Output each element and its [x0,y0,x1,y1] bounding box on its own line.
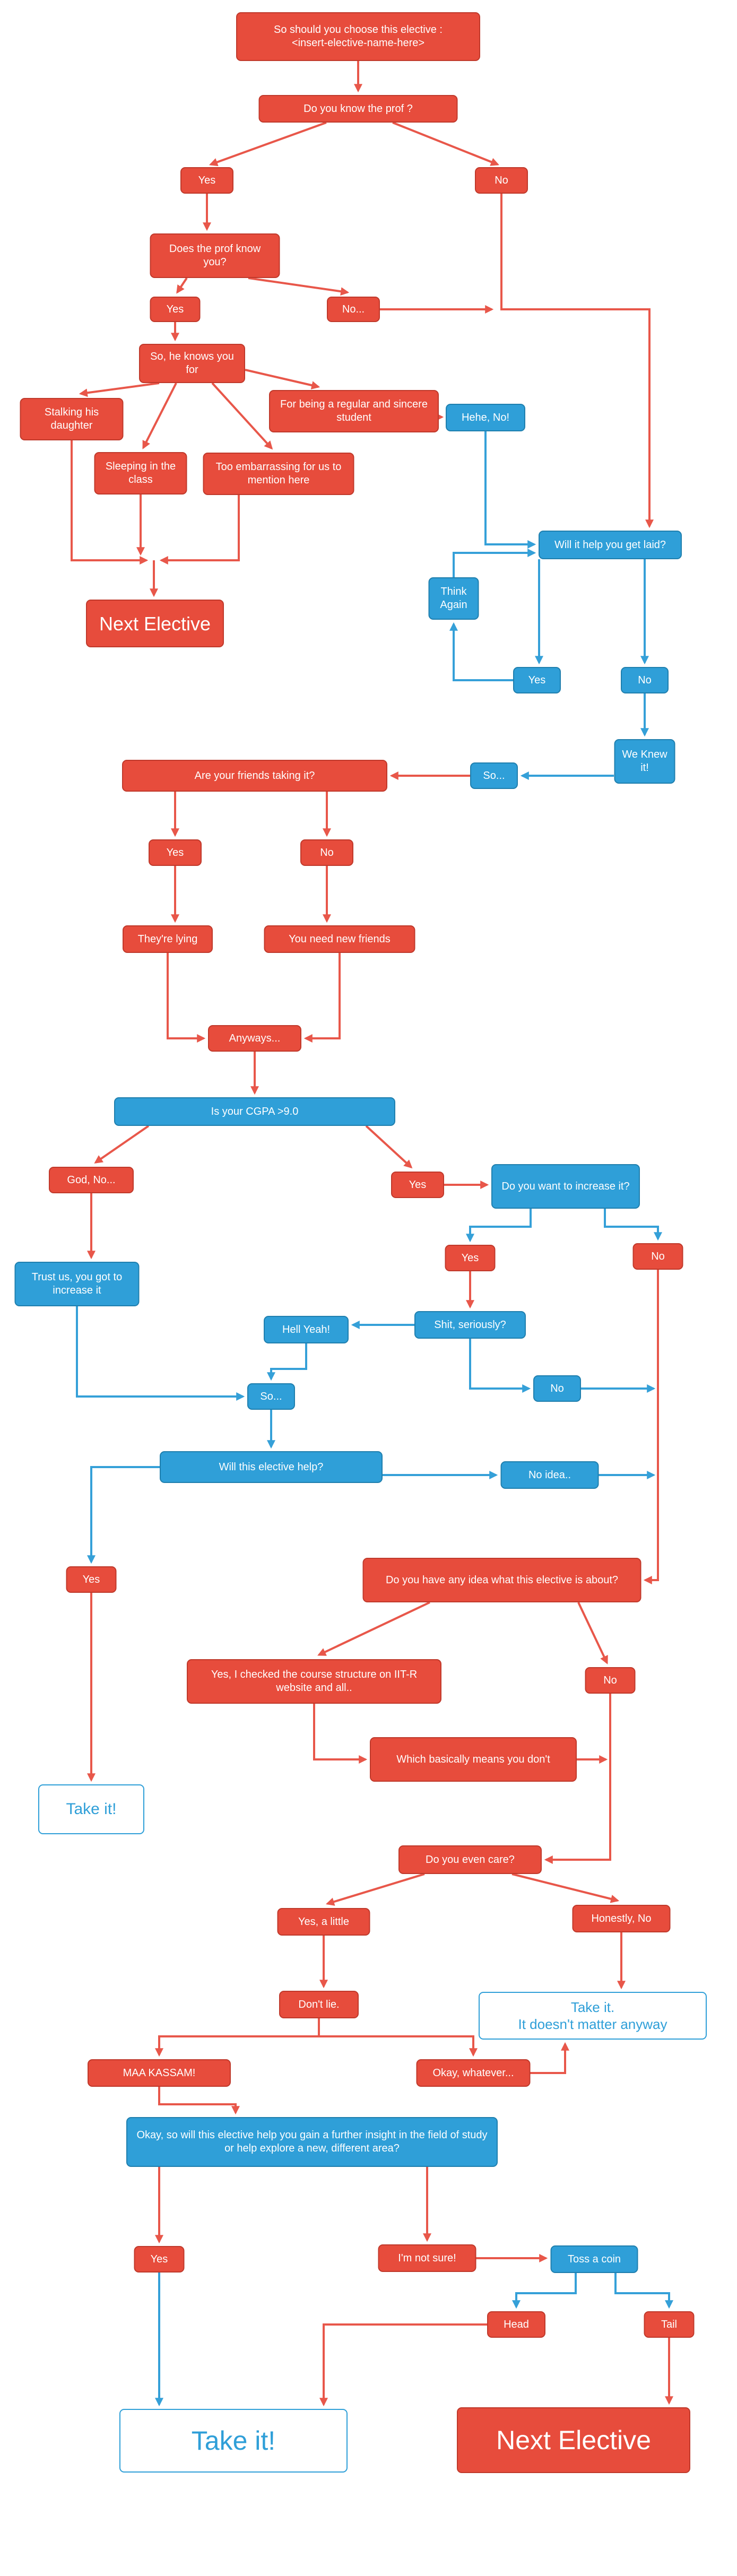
node-any-idea: Do you have any idea what this elective … [362,1558,641,1602]
node-yes4: Yes [149,839,202,866]
node-so1: So... [470,762,518,789]
node-knows-for: So, he knows you for [139,344,245,383]
node-anyways: Anyways... [208,1025,301,1052]
node-sleeping: Sleeping in the class [94,452,187,495]
node-theyre-lying: They're lying [123,925,213,953]
node-cgpa: Is your CGPA >9.0 [114,1097,395,1126]
node-no3: No [621,667,669,693]
node-shit-seriously: Shit, seriously? [414,1311,526,1339]
node-no6: No [533,1375,581,1402]
node-not-sure: I'm not sure! [378,2244,476,2272]
node-take-it-1: Take it! [38,1784,144,1834]
node-yes6: Yes [445,1245,496,1271]
node-no1: No [475,167,528,194]
node-honestly-no: Honestly, No [572,1905,671,1932]
node-prof-know-you: Does the prof know you? [150,233,280,278]
node-yes2: Yes [150,297,201,322]
node-regular: For being a regular and sincere student [269,390,439,432]
node-big-question: Okay, so will this elective help you gai… [126,2117,498,2167]
node-yes7: Yes [66,1566,117,1593]
node-yes-a-little: Yes, a little [277,1908,370,1936]
node-take-it-final: Take it! [119,2409,348,2473]
node-stalking: Stalking his daughter [20,398,124,440]
node-so2: So... [247,1383,295,1410]
node-okay-whatever: Okay, whatever... [416,2059,531,2087]
node-yes5: Yes [391,1172,444,1198]
node-will-help: Will this elective help? [160,1451,383,1483]
node-basically-means: Which basically means you don't [370,1737,577,1782]
node-yes3: Yes [513,667,561,693]
node-hehe-no: Hehe, No! [446,404,525,431]
node-maa-kassam: MAA KASSAM! [88,2059,231,2087]
node-no7: No [585,1667,636,1694]
node-increase-it: Do you want to increase it? [491,1164,640,1209]
node-dont-lie: Don't lie. [279,1991,359,2018]
node-new-friends: You need new friends [264,925,415,953]
node-no5: No [632,1243,683,1270]
node-yes1: Yes [180,167,233,194]
node-start: So should you choose this elective : <in… [236,12,480,61]
node-know-prof: Do you know the prof ? [258,95,458,123]
node-take-it-2: Take it. It doesn't matter anyway [479,1992,707,2040]
node-toss-a-coin: Toss a coin [550,2245,638,2273]
node-get-laid: Will it help you get laid? [539,531,682,559]
node-head: Head [487,2311,545,2338]
node-no-idea: No idea.. [500,1461,599,1489]
node-god-no: God, No... [49,1167,134,1193]
node-trust-us: Trust us, you got to increase it [14,1262,140,1306]
node-think-again: Think Again [428,577,479,620]
node-tail: Tail [644,2311,695,2338]
node-embarrassing: Too embarrassing for us to mention here [203,453,354,495]
node-we-knew-it: We Knew it! [614,739,675,784]
node-yes8: Yes [134,2246,185,2273]
node-no2: No... [327,297,380,322]
node-next-elective-1: Next Elective [86,600,224,647]
node-next-elective-final: Next Elective [457,2407,690,2473]
node-no4: No [300,839,353,866]
node-hell-yeah: Hell Yeah! [264,1316,349,1343]
node-checked-structure: Yes, I checked the course structure on I… [187,1659,441,1704]
node-friends-taking: Are your friends taking it? [122,760,387,792]
node-even-care: Do you even care? [398,1845,542,1874]
